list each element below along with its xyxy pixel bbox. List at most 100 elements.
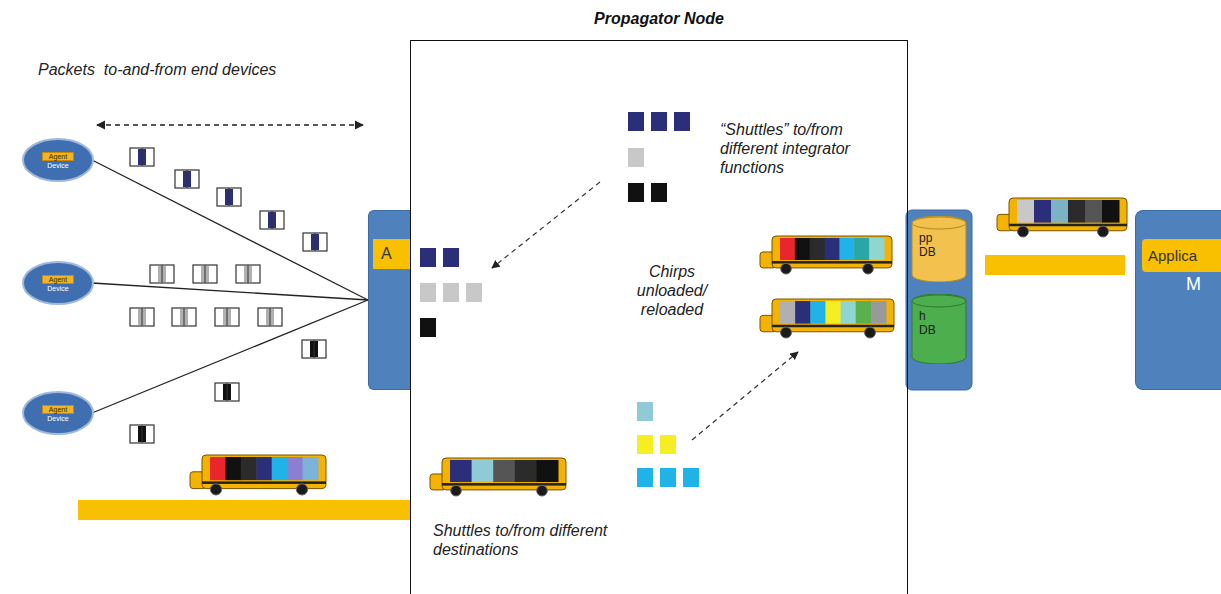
bus-cargo <box>841 301 857 324</box>
packet-payload <box>223 309 231 325</box>
bus-cargo <box>287 457 303 480</box>
shuttle-bus <box>760 236 892 274</box>
packet-payload <box>180 309 188 325</box>
bus-cargo <box>795 301 811 324</box>
chirp-block <box>637 402 653 421</box>
bus-cargo <box>856 301 872 324</box>
application-box: ApplicaM <box>1135 210 1221 390</box>
chirp-block <box>651 183 667 202</box>
dashed-arrow <box>692 352 798 440</box>
cylinder-top <box>912 217 966 229</box>
packet-payload <box>244 266 252 282</box>
bus-cargo <box>472 460 494 482</box>
integrator-box: A <box>368 210 410 390</box>
packet-frame <box>172 308 196 326</box>
packet <box>302 340 326 358</box>
packet-divider <box>184 308 185 326</box>
chirp-block <box>637 435 653 454</box>
packet <box>130 308 154 326</box>
box-tag: A <box>373 239 410 269</box>
database-label: pp DB <box>919 231 945 260</box>
packet-payload <box>225 189 233 205</box>
bus-wheel <box>210 484 221 495</box>
database-cylinder: h DB <box>911 294 967 364</box>
packet-divider <box>205 265 206 283</box>
packet-frame <box>215 383 239 401</box>
packet-divider <box>272 211 273 229</box>
chirp-block <box>443 248 459 267</box>
packet <box>236 265 260 283</box>
bus-cargo <box>1068 200 1086 223</box>
shuttle-bus <box>190 455 326 495</box>
bus-cargo <box>1102 200 1120 223</box>
packet-payload <box>201 266 209 282</box>
packet-frame <box>175 170 199 188</box>
agent-device: AgentDevice <box>22 391 94 435</box>
bus-cargo <box>536 460 558 482</box>
packet-frame <box>260 211 284 229</box>
bus-wheel <box>1018 226 1029 237</box>
packet-divider <box>314 340 315 358</box>
connector-line <box>92 160 368 300</box>
cylinder-body <box>912 216 966 282</box>
chirp-block <box>420 283 436 302</box>
bus-cargo <box>780 301 796 324</box>
bus-wheel <box>296 484 307 495</box>
packet <box>175 170 199 188</box>
shuttle-bus <box>430 458 566 496</box>
bus-cargo <box>871 301 887 324</box>
bus-stripe <box>202 481 326 484</box>
box-subtitle: M <box>1136 272 1221 295</box>
bus-cargo <box>210 457 226 480</box>
chirp-block <box>420 248 436 267</box>
chirp-block <box>628 112 644 131</box>
bus-stripe <box>442 483 566 486</box>
bus-wheel <box>865 327 876 338</box>
annotation: Packets to-and-from end devices <box>38 60 368 79</box>
packet-payload <box>158 266 166 282</box>
bus-cargo <box>854 238 869 260</box>
server-box <box>906 210 972 390</box>
chirp-block <box>637 468 653 487</box>
packet-payload <box>138 426 146 442</box>
annotation: Shuttles to/from different destinations <box>433 521 648 559</box>
packet <box>215 383 239 401</box>
packet-payload <box>183 171 191 187</box>
packet-frame <box>130 308 154 326</box>
agent-device: AgentDevice <box>22 261 94 305</box>
shuttle-buses <box>190 198 1127 496</box>
bus-cargo <box>303 457 319 480</box>
bus-cargo <box>450 460 472 482</box>
bus-cargo <box>869 238 884 260</box>
bus-cargo <box>780 238 795 260</box>
annotation: “Shuttles” to/from different integrator … <box>720 120 895 178</box>
bus-wheel <box>781 263 792 274</box>
bus-cargo <box>825 238 840 260</box>
chirp-block <box>683 468 699 487</box>
chirp-block <box>420 318 436 337</box>
bus-body <box>202 455 326 489</box>
packet-divider <box>248 265 249 283</box>
box-tag: Applica <box>1142 239 1221 272</box>
packet-payload <box>138 309 146 325</box>
packet <box>130 148 154 166</box>
bus-cargo <box>241 457 257 480</box>
agent-device: AgentDevice <box>22 138 94 182</box>
packet <box>258 308 282 326</box>
chirp-block <box>660 468 676 487</box>
packet-payload <box>138 149 146 165</box>
device-outline <box>23 392 93 434</box>
chirp-blocks <box>420 112 699 487</box>
agent-tag: Agent <box>42 275 74 284</box>
device-label: Device <box>47 162 68 169</box>
road-bar <box>78 500 410 520</box>
bus-cargo <box>272 457 288 480</box>
propagator-node: Propagator Node <box>410 6 908 594</box>
packet-frame <box>217 188 241 206</box>
bus-cargo <box>795 238 810 260</box>
packet <box>303 233 327 251</box>
packet-frame <box>215 308 239 326</box>
bus-stripe <box>1009 224 1127 227</box>
